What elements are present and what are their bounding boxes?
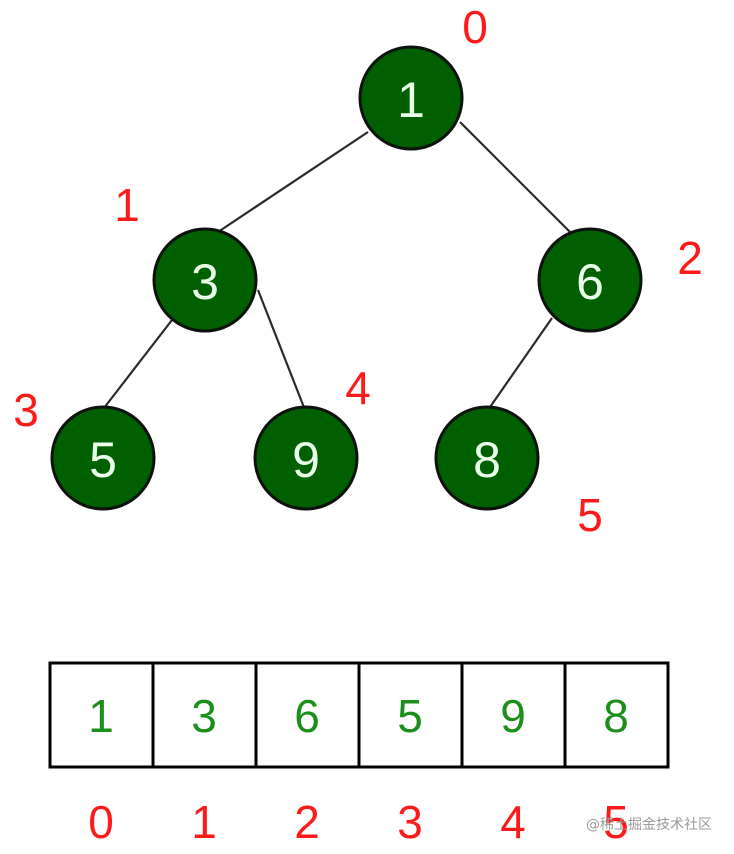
- array-index-label: 3: [397, 796, 423, 848]
- array-value: 1: [88, 690, 114, 742]
- array-value: 3: [191, 690, 217, 742]
- array-index-label: 1: [191, 796, 217, 848]
- node-circle: [253, 405, 359, 511]
- tree-index-labels: 0 1 2 3 4 5: [13, 1, 703, 541]
- array-value: 6: [294, 690, 320, 742]
- node-value: 5: [89, 432, 117, 488]
- tree-edges: [103, 121, 571, 411]
- array-index-label: 5: [603, 796, 629, 848]
- array-index-label: 0: [88, 796, 114, 848]
- node-value: 8: [473, 432, 501, 488]
- tree-node-2: 6: [537, 227, 643, 333]
- tree-node-0: 1: [358, 45, 464, 151]
- array-value: 9: [500, 690, 526, 742]
- node-index-label: 4: [345, 362, 371, 414]
- node-circle: [50, 405, 156, 511]
- array-cell: [151, 661, 258, 769]
- heap-array: 1 3 6 5 9 8: [48, 661, 670, 769]
- array-cell: [48, 661, 155, 769]
- array-cell: [460, 661, 567, 769]
- node-index-label: 0: [462, 1, 488, 53]
- node-circle: [152, 227, 258, 333]
- tree-node-4: 9: [253, 405, 359, 511]
- node-index-label: 2: [677, 232, 703, 284]
- node-value: 9: [292, 432, 320, 488]
- edge-3-9: [256, 289, 307, 411]
- node-circle: [358, 45, 464, 151]
- node-index-label: 3: [13, 384, 39, 436]
- array-cell: [563, 661, 670, 769]
- node-circle: [537, 227, 643, 333]
- edge-1-3: [214, 131, 369, 235]
- edge-1-6: [459, 121, 571, 233]
- node-value: 6: [576, 254, 604, 310]
- array-index-label: 4: [500, 796, 526, 848]
- node-value: 1: [397, 72, 425, 128]
- array-index-label: 2: [294, 796, 320, 848]
- node-index-label: 5: [577, 489, 603, 541]
- array-value: 8: [603, 690, 629, 742]
- tree-node-1: 3: [152, 227, 258, 333]
- node-circle: [434, 405, 540, 511]
- tree-node-5: 8: [434, 405, 540, 511]
- tree-node-3: 5: [50, 405, 156, 511]
- array-value: 5: [397, 690, 423, 742]
- edge-3-5: [103, 319, 173, 409]
- node-value: 3: [191, 254, 219, 310]
- array-cell: [254, 661, 361, 769]
- node-index-label: 1: [114, 179, 140, 231]
- array-index-labels: 0 1 2 3 4 5: [88, 796, 629, 848]
- watermark: @稀土掘金技术社区: [586, 817, 712, 833]
- edge-6-8: [487, 317, 553, 411]
